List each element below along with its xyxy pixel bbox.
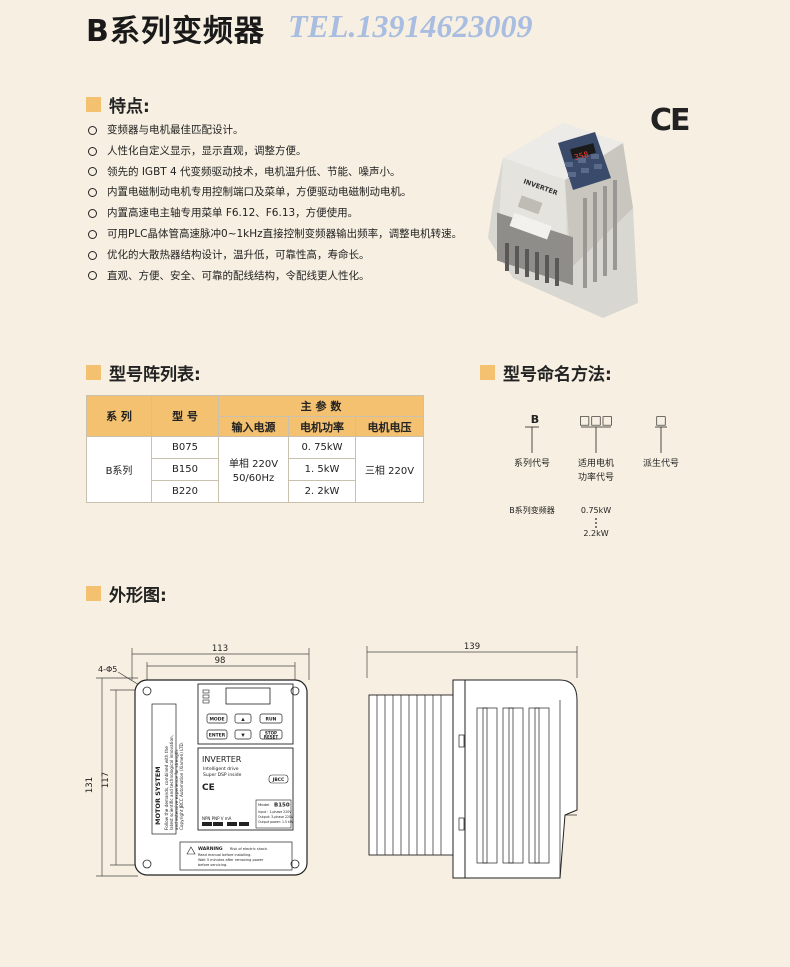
bullet-icon <box>88 188 97 198</box>
front-sub2: Super DSP inside <box>203 772 242 778</box>
example-series: B系列变频器 <box>509 505 555 515</box>
col-series: 系 列 <box>86 395 152 437</box>
warning-line: before servicing. <box>198 863 227 867</box>
label-power-1: 适用电机 <box>578 457 614 469</box>
side-text: Follow the demands, combined with the <box>164 746 169 830</box>
model-table: 系 列 型 号 主 参 数 输入电源 电机功率 电机电压 B系列 B075 单相… <box>86 395 424 503</box>
side-text: Copyright JBCC Automation (Xiamen) LTD. <box>179 742 184 830</box>
key-up: ▲ <box>241 718 245 723</box>
feature-item: 优化的大散热器结构设计，温升低，可靠性高，寿命长。 <box>88 245 462 266</box>
col-voltage: 电机电压 <box>355 416 424 437</box>
col-power: 电机功率 <box>288 416 356 437</box>
front-inverter: INVERTER <box>202 755 242 764</box>
code-derived: □ <box>655 413 666 427</box>
bullet-icon <box>88 146 97 156</box>
label-series: 系列代号 <box>514 457 550 469</box>
side-brand: MOTOR SYSTEM <box>154 766 162 825</box>
col-model: 型 号 <box>151 395 219 437</box>
bullet-icon <box>88 125 97 135</box>
bullet-icon <box>88 271 97 281</box>
feature-item: 变频器与电机最佳匹配设计。 <box>88 120 462 141</box>
col-params: 主 参 数 <box>218 395 424 417</box>
front-spec: Input : 1-phase 220V <box>258 810 292 814</box>
warning-line: Wait 5 minutes after removing power <box>198 858 264 862</box>
front-sub1: Intelligent drive <box>203 766 239 772</box>
power-cell: 2. 2kW <box>288 480 356 503</box>
warning-line: Read manual before installing. <box>198 853 252 857</box>
bullet-icon <box>88 250 97 260</box>
table-row: B150 1. 5kW <box>87 458 424 481</box>
dim-depth: 139 <box>464 642 480 652</box>
ce-mark: CE <box>650 103 690 138</box>
feature-item: 内置电磁制动电机专用控制端口及菜单，方便驱动电磁制动电机。 <box>88 182 462 203</box>
dim-width-inner: 98 <box>215 656 226 666</box>
key-run: RUN <box>266 717 277 723</box>
heading-marker-icon <box>86 365 101 380</box>
dim-height-inner: 117 <box>101 772 111 788</box>
front-switch-labels: NPN PNP V mA <box>202 816 232 821</box>
model-cell: B150 <box>151 458 219 481</box>
heading-marker-icon <box>86 97 101 112</box>
front-model-label: Model <box>258 802 269 807</box>
label-derived: 派生代号 <box>643 457 679 469</box>
features-heading: 特点: <box>86 92 150 117</box>
page-title: B系列变频器 <box>86 14 265 49</box>
dim-width-outer: 113 <box>212 644 228 654</box>
feature-item: 可用PLC晶体管高速脉冲0~1kHz直接控制变频器输出频率，调整电机转速。 <box>88 224 462 245</box>
side-text: and extensive experience for strength. <box>174 749 179 830</box>
bullet-icon <box>88 229 97 239</box>
code-power: □□□ <box>579 413 613 427</box>
series-cell: B系列 <box>86 436 152 503</box>
feature-item: 领先的 IGBT 4 代变频驱动技术，电机温升低、节能、噪声小。 <box>88 162 462 183</box>
naming-heading: 型号命名方法: <box>480 360 612 385</box>
front-ce: CE <box>202 783 215 793</box>
front-brand: JBCC <box>272 777 285 783</box>
bullet-icon <box>88 167 97 177</box>
feature-item: 内置高速电主轴专用菜单 F6.12、F6.13，方便使用。 <box>88 203 462 224</box>
heading-marker-icon <box>86 586 101 601</box>
key-enter: ENTER <box>209 733 226 739</box>
model-cell: B075 <box>151 436 219 459</box>
side-text: latest scientific and technological inno… <box>169 735 174 830</box>
warning-sub: Risk of electric shock. <box>230 847 268 851</box>
front-view-drawing: 113 98 4-Φ5 131 117 MOTOR SYSTEM Follow … <box>85 644 310 877</box>
example-max: 2.2kW <box>583 529 608 538</box>
outline-heading: 外形图: <box>86 581 167 606</box>
power-cell: 0. 75kW <box>288 436 356 459</box>
phone-number: TEL.13914623009 <box>288 8 533 44</box>
bullet-icon <box>88 209 97 219</box>
label-power-2: 功率代号 <box>578 471 614 483</box>
power-cell: 1. 5kW <box>288 458 356 481</box>
dim-height-outer: 131 <box>85 777 95 793</box>
inverter-device-photo: 358 INVERTER <box>488 123 638 318</box>
code-series: B <box>531 413 539 426</box>
heading-marker-icon <box>480 365 495 380</box>
key-reset: RESET <box>264 735 278 740</box>
model-cell: B220 <box>151 480 219 503</box>
feature-item: 人性化自定义显示，显示直观，调整方便。 <box>88 141 462 162</box>
front-spec: Output power: 1.5 kW <box>258 820 294 824</box>
dim-hole: 4-Φ5 <box>98 665 117 674</box>
warning-icon <box>186 846 196 855</box>
voltage-cell: 三相 220V <box>355 436 424 503</box>
input-cell: 单相 220V 50/60Hz <box>218 436 289 503</box>
naming-diagram: B □□□ □ 系列代号 适用电机 功率代号 派生代号 B系列变频器 0.75k… <box>509 413 679 538</box>
front-spec: Output: 3-phase 220V <box>258 815 294 819</box>
features-list: 变频器与电机最佳匹配设计。 人性化自定义显示，显示直观，调整方便。 领先的 IG… <box>88 120 462 286</box>
key-stop: STOP <box>265 731 277 736</box>
key-mode: MODE <box>209 717 224 723</box>
model-table-heading: 型号阵列表: <box>86 360 201 385</box>
warning-title: WARNING <box>198 846 223 852</box>
table-row: B220 2. 2kW <box>87 480 424 503</box>
front-model-value: B150 <box>274 803 290 809</box>
side-view-drawing: 139 <box>366 642 578 879</box>
feature-item: 直观、方便、安全、可靠的配线结构，令配线更人性化。 <box>88 266 462 287</box>
example-min: 0.75kW <box>581 506 611 515</box>
table-row: B系列 B075 单相 220V 50/60Hz 0. 75kW 三相 220V <box>86 436 424 503</box>
col-input: 输入电源 <box>218 416 289 437</box>
key-down: ▼ <box>241 734 245 739</box>
